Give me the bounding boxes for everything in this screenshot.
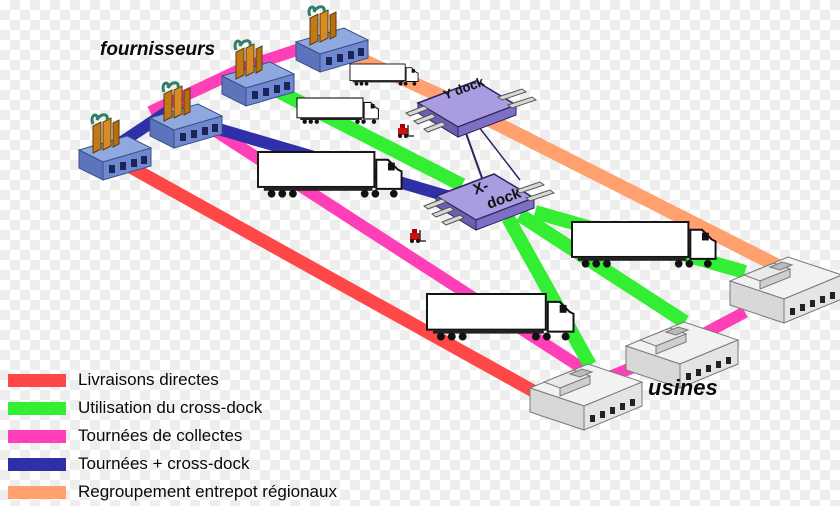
forklift-icon bbox=[397, 123, 415, 139]
route-direct-s1-plant1 bbox=[114, 154, 539, 398]
legend-item-crossdock: Utilisation du cross-dock bbox=[8, 394, 337, 422]
plants-title: usines bbox=[648, 375, 718, 400]
legend-label: Livraisons directes bbox=[78, 370, 219, 389]
truck-icon bbox=[426, 293, 575, 342]
route-crossdock-xdock-plant2 bbox=[516, 209, 689, 328]
route-regional-ydock-plant3 bbox=[466, 103, 786, 275]
legend-swatch bbox=[8, 373, 66, 387]
legend-label: Tournées + cross-dock bbox=[78, 454, 250, 473]
legend-item-direct: Livraisons directes bbox=[8, 366, 337, 394]
legend: Livraisons directes Utilisation du cross… bbox=[8, 366, 337, 506]
legend-item-regional: Regroupement entrepot régionaux bbox=[8, 478, 337, 506]
truck-icon bbox=[257, 151, 403, 199]
legend-label: Tournées de collectes bbox=[78, 426, 243, 445]
legend-swatch bbox=[8, 485, 66, 499]
legend-label: Regroupement entrepot régionaux bbox=[78, 482, 337, 501]
legend-item-collecte: Tournées de collectes bbox=[8, 422, 337, 450]
legend-item-tournee-crossdock: Tournées + cross-dock bbox=[8, 450, 337, 478]
legend-swatch bbox=[8, 401, 66, 415]
legend-swatch bbox=[8, 429, 66, 443]
xdock-label-line1: X- bbox=[471, 177, 491, 198]
suppliers-title: fournisseurs bbox=[100, 39, 216, 60]
plant-building-icon bbox=[729, 256, 840, 324]
legend-label: Utilisation du cross-dock bbox=[78, 398, 263, 417]
forklift-icon bbox=[409, 228, 427, 244]
route-crossdock-xdock-plant1 bbox=[501, 214, 597, 369]
legend-swatch bbox=[8, 457, 66, 471]
factory-icon bbox=[148, 81, 224, 150]
truck-icon bbox=[296, 97, 379, 125]
